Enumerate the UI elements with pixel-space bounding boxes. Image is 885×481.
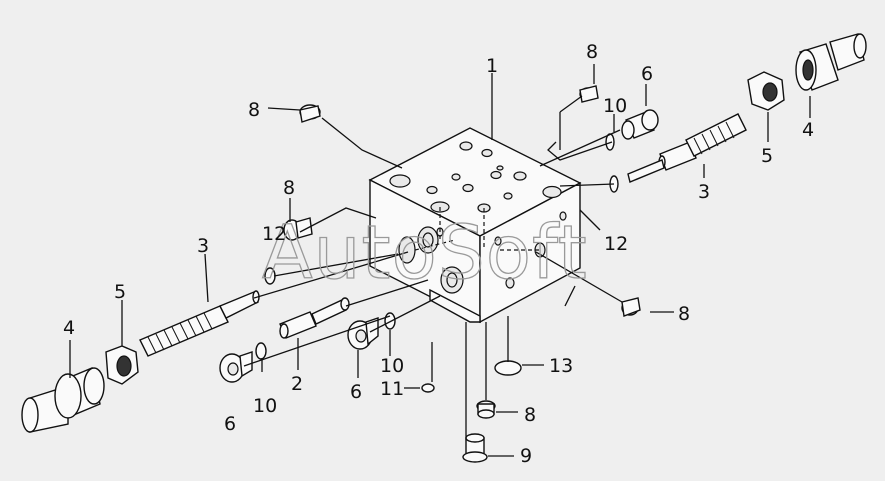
callout-8-left: 8 xyxy=(283,177,295,199)
callout-9: 9 xyxy=(520,445,532,467)
callout-6-middle: 6 xyxy=(350,381,362,403)
screw-8-top-left xyxy=(299,104,321,123)
o-ring-13 xyxy=(494,360,522,376)
callout-12-right: 12 xyxy=(604,233,628,255)
spool xyxy=(279,297,350,339)
o-ring-left xyxy=(255,342,267,360)
plug-middle xyxy=(347,317,379,350)
callout-8-top: 8 xyxy=(586,41,598,63)
callout-11: 11 xyxy=(380,378,404,400)
callout-8-bottom: 8 xyxy=(524,404,536,426)
callout-12-left: 12 xyxy=(262,223,286,245)
adjuster-screw-right xyxy=(627,113,747,183)
callout-3-right: 3 xyxy=(698,181,710,203)
screw-8-bottom xyxy=(476,400,496,419)
callout-5-right: 5 xyxy=(761,145,773,167)
callout-6-left: 6 xyxy=(224,413,236,435)
callout-10-left: 10 xyxy=(253,395,277,417)
adjuster-screw-left xyxy=(139,290,260,357)
cap-right xyxy=(795,33,867,91)
plug-top xyxy=(621,109,659,140)
callout-8-top-left: 8 xyxy=(248,99,260,121)
callout-4-right: 4 xyxy=(802,119,814,141)
nut-left xyxy=(105,345,139,385)
callout-10-middle: 10 xyxy=(380,355,404,377)
callout-2: 2 xyxy=(291,373,303,395)
screw-8-left xyxy=(283,217,313,241)
callout-6-top: 6 xyxy=(641,63,653,85)
callout-5-left: 5 xyxy=(114,281,126,303)
valve-block xyxy=(368,127,582,324)
leader-lines xyxy=(69,64,811,457)
o-ring-11 xyxy=(421,383,435,393)
plug-left xyxy=(219,351,253,383)
cap-left xyxy=(21,367,105,433)
screw-8-top xyxy=(579,85,599,103)
screw-9 xyxy=(462,433,488,463)
callout-4-left: 4 xyxy=(63,317,75,339)
callout-10-top: 10 xyxy=(603,95,627,117)
callout-3-left: 3 xyxy=(197,235,209,257)
screw-8-right xyxy=(621,297,641,317)
nut-right xyxy=(747,71,785,111)
watermark: AutoSoft xyxy=(262,210,588,296)
callout-13: 13 xyxy=(549,355,573,377)
callout-8-right: 8 xyxy=(678,303,690,325)
callout-1: 1 xyxy=(486,55,498,77)
callout-labels: 1 2 3 3 4 4 5 5 6 6 6 8 8 8 8 8 9 10 10 … xyxy=(63,41,814,467)
